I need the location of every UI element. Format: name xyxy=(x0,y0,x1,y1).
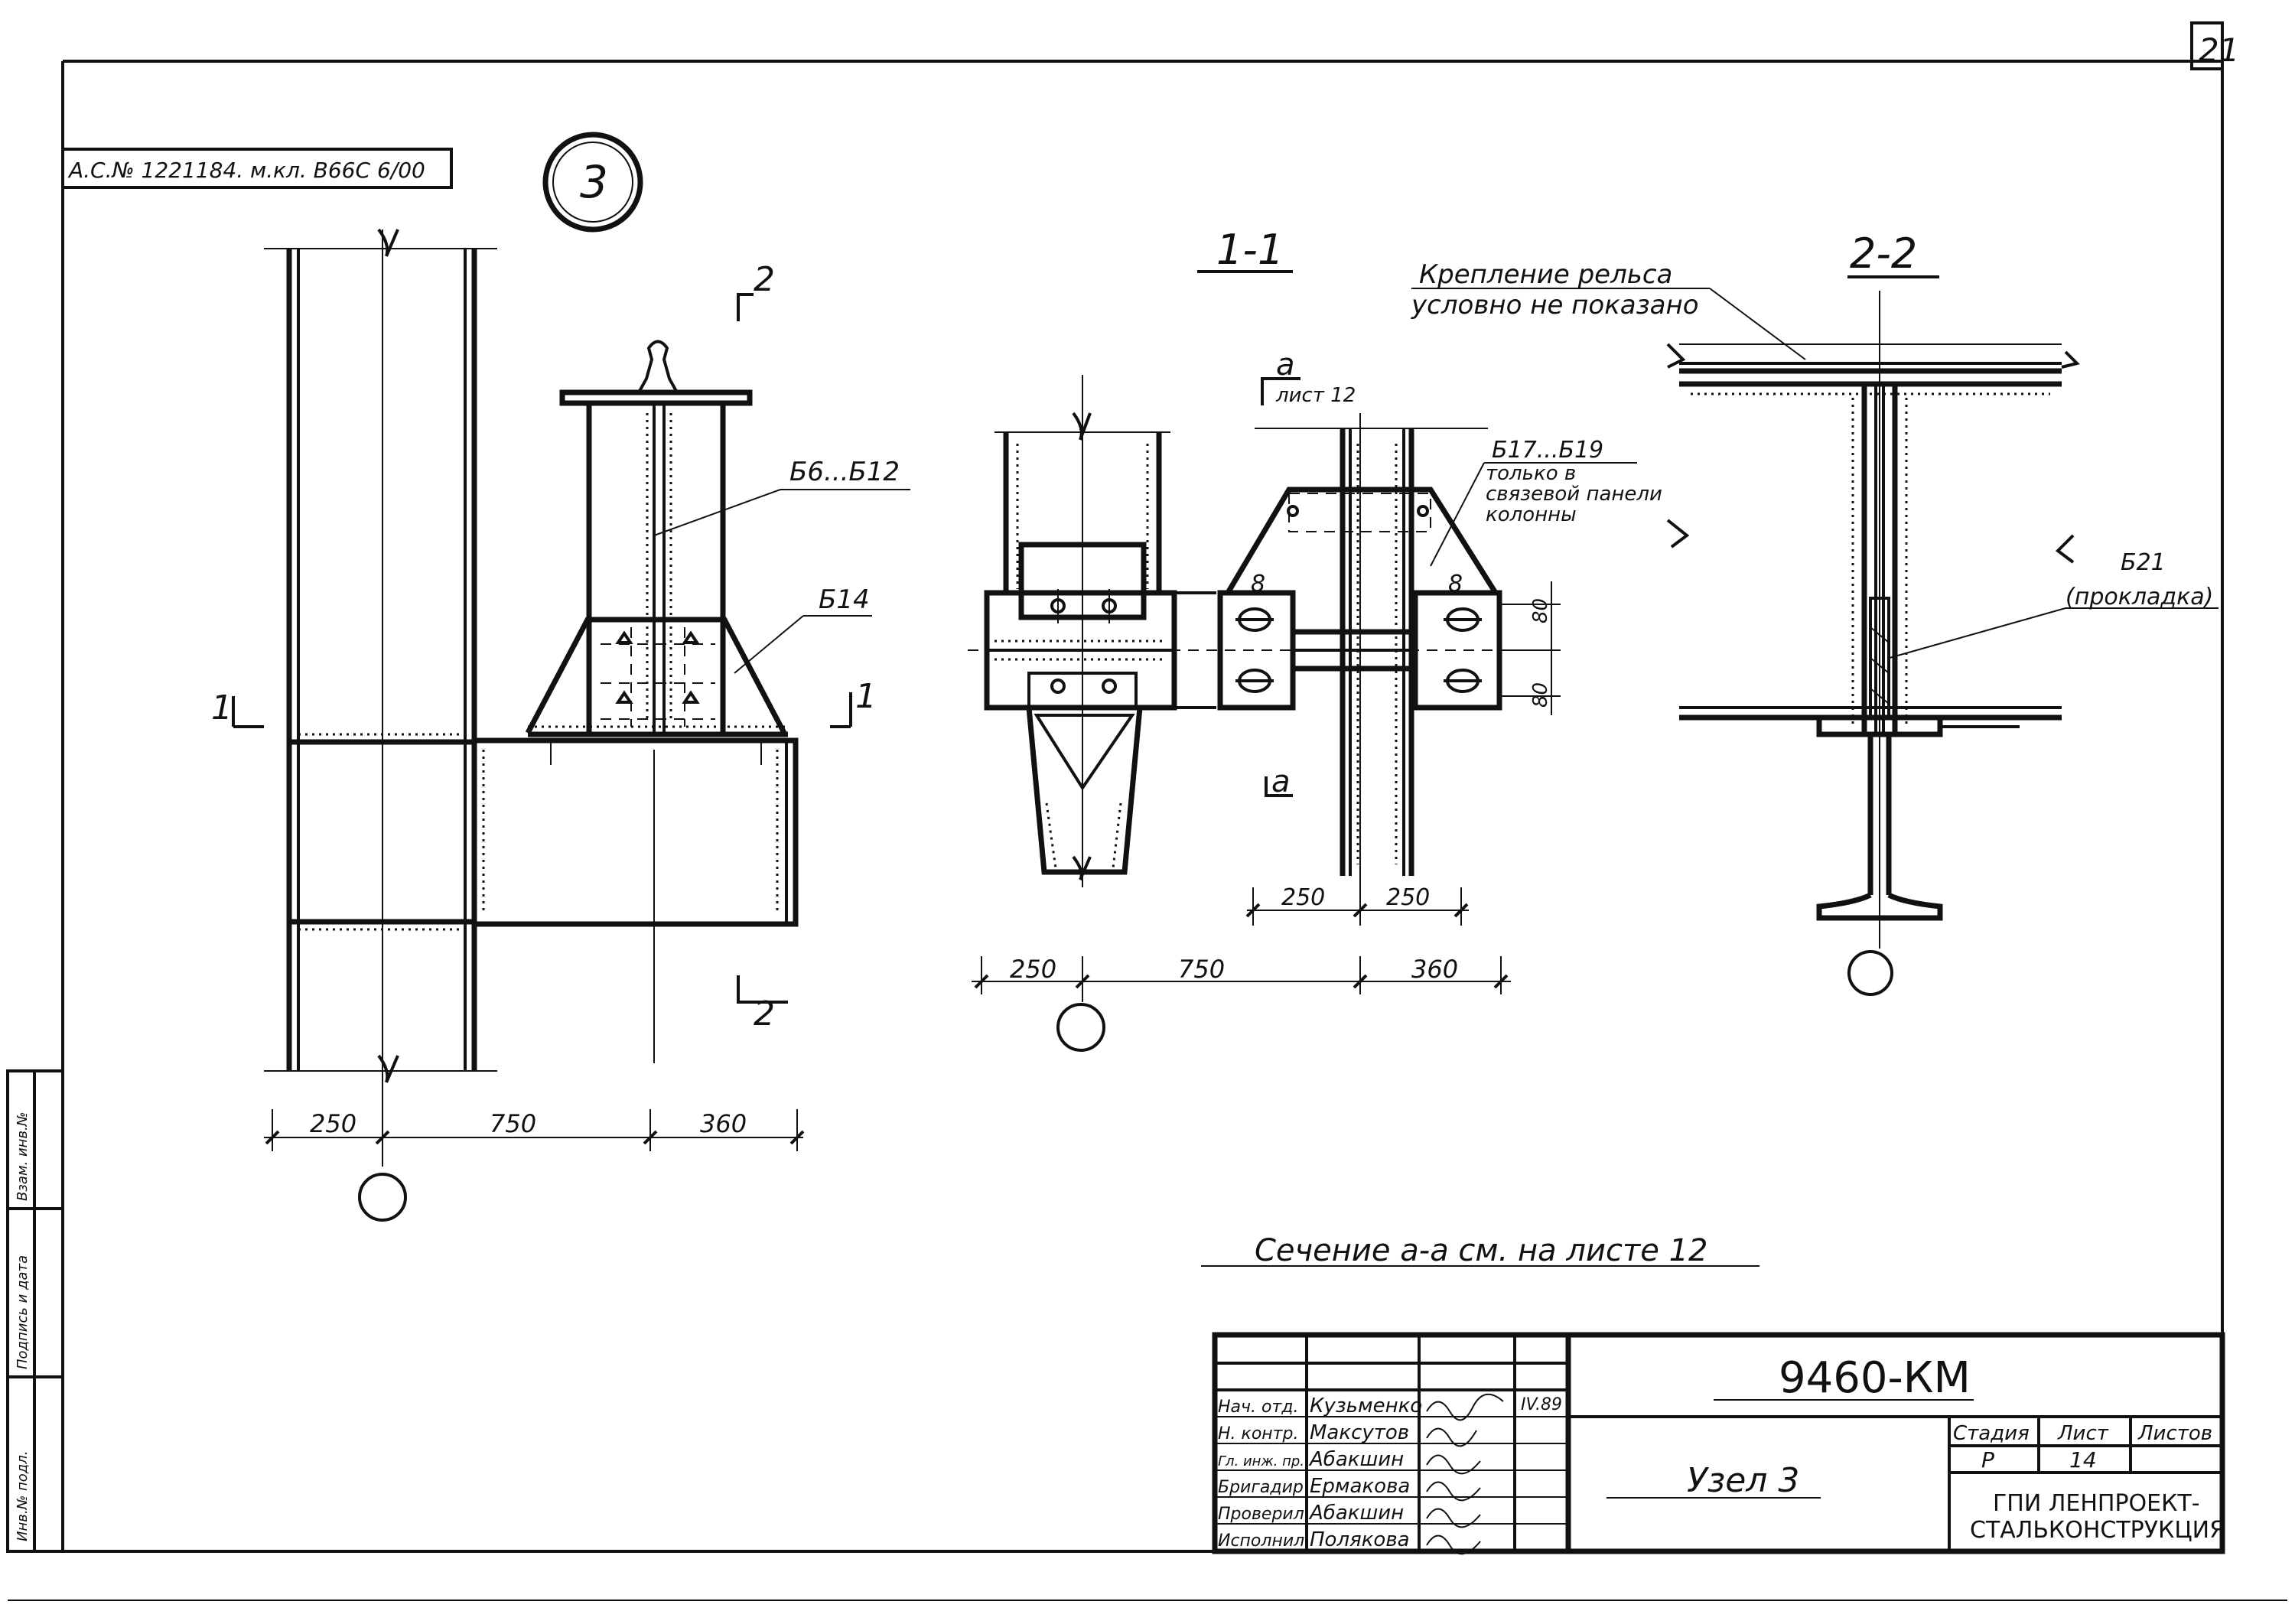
margin-stamp xyxy=(6,1069,64,1553)
sig-role-2: Н. контр. xyxy=(1218,1424,1298,1443)
patent-note-box xyxy=(61,148,453,189)
axis-bubble-left xyxy=(358,1173,407,1222)
patent-note: А.С.№ 1221184. м.кл. В66С 6/00 xyxy=(67,158,425,183)
sig-name-2: Максутов xyxy=(1310,1421,1409,1444)
axis-bubble-section-1-1 xyxy=(1056,1003,1105,1052)
dim-inner-250-a: 250 xyxy=(1281,884,1325,911)
section-2-2-view xyxy=(1666,275,2080,996)
marker-a-bottom: а xyxy=(1271,764,1291,799)
rail-note-line1: Крепление рельса xyxy=(1419,259,1672,290)
section-2-2-title: 2-2 xyxy=(1850,229,1917,278)
sig-role-6: Исполнил xyxy=(1218,1531,1304,1551)
callout-b21: Б21 xyxy=(2121,549,2166,576)
stage-value: Р xyxy=(1981,1447,1994,1473)
dim-sec-250: 250 xyxy=(1010,955,1056,984)
dim-sec-750: 750 xyxy=(1178,955,1225,984)
margin-field-inventory: Инв.№ подл. xyxy=(15,1451,31,1541)
drawing-title: Узел 3 xyxy=(1687,1461,1799,1500)
sig-name-1: Кузьменко xyxy=(1310,1395,1422,1417)
dim-80-top: 80 xyxy=(1529,598,1552,623)
weld-8-left: 8 xyxy=(1251,571,1265,597)
organization-line1: ГПИ ЛЕНПРОЕКТ- xyxy=(1993,1490,2200,1517)
callout-b14: Б14 xyxy=(819,584,870,615)
marker-1-left: 1 xyxy=(211,688,233,727)
dim-left-750: 750 xyxy=(490,1109,536,1138)
axis-bubble-section-2-2 xyxy=(1847,950,1893,996)
sig-name-5: Абакшин xyxy=(1308,1502,1404,1525)
sig-role-4: Бригадир xyxy=(1218,1478,1304,1497)
marker-2-bottom: 2 xyxy=(754,994,775,1033)
node-badge: 3 xyxy=(580,156,608,208)
dim-left-360: 360 xyxy=(700,1109,747,1138)
callout-b17-b19: Б17...Б19 xyxy=(1492,437,1603,464)
dim-left-250: 250 xyxy=(310,1109,356,1138)
sheet-number: 21 xyxy=(2199,31,2239,69)
sheets-header: Листов xyxy=(2137,1422,2212,1445)
marker-2-top: 2 xyxy=(754,260,775,299)
dim-inner-250-b: 250 xyxy=(1386,884,1430,911)
callout-b17-b19-l2: только в xyxy=(1486,462,1576,485)
marker-1-right: 1 xyxy=(855,677,877,716)
sig-name-4: Ермакова xyxy=(1310,1475,1410,1498)
callout-b21-pad: (прокладка) xyxy=(2066,584,2213,610)
document-code: 9460-КМ xyxy=(1779,1353,1971,1403)
sig-role-3: Гл. инж. пр. xyxy=(1218,1453,1304,1469)
sheet-value: 14 xyxy=(2069,1447,2097,1473)
sig-name-3: Абакшин xyxy=(1308,1448,1404,1471)
sig-name-6: Полякова xyxy=(1310,1528,1410,1551)
callout-b17-b19-l3: связевой панели xyxy=(1486,483,1662,506)
section-1-1-view xyxy=(968,270,1561,1052)
title-block xyxy=(1212,1332,2225,1555)
sig-role-5: Проверил xyxy=(1218,1505,1304,1524)
callout-b17-b19-l4: колонны xyxy=(1486,503,1577,526)
dim-sec-360: 360 xyxy=(1411,955,1458,984)
margin-field-replacement: Взам. инв.№ xyxy=(15,1112,31,1202)
approval-date: IV.89 xyxy=(1521,1395,1562,1414)
dim-80-bottom: 80 xyxy=(1529,682,1552,708)
margin-field-signature: Подпись и дата xyxy=(15,1255,31,1369)
rail-note-line2: условно не показано xyxy=(1411,290,1699,321)
sig-role-1: Нач. отд. xyxy=(1218,1398,1299,1417)
callout-b6-b12: Б6...Б12 xyxy=(789,457,900,487)
weld-8-right: 8 xyxy=(1448,571,1463,597)
left-view xyxy=(232,228,852,1222)
node-badge-circle xyxy=(542,132,643,233)
section-note: Сечение а-а см. на листе 12 xyxy=(1255,1233,1707,1268)
marker-a-top: а xyxy=(1276,347,1295,382)
marker-a-sheet: лист 12 xyxy=(1275,384,1356,407)
sheet-header: Лист xyxy=(2057,1422,2109,1445)
section-1-1-title: 1-1 xyxy=(1216,226,1284,274)
stage-header: Стадия xyxy=(1953,1422,2030,1445)
organization-line2: СТАЛЬКОНСТРУКЦИЯ xyxy=(1970,1517,2225,1544)
